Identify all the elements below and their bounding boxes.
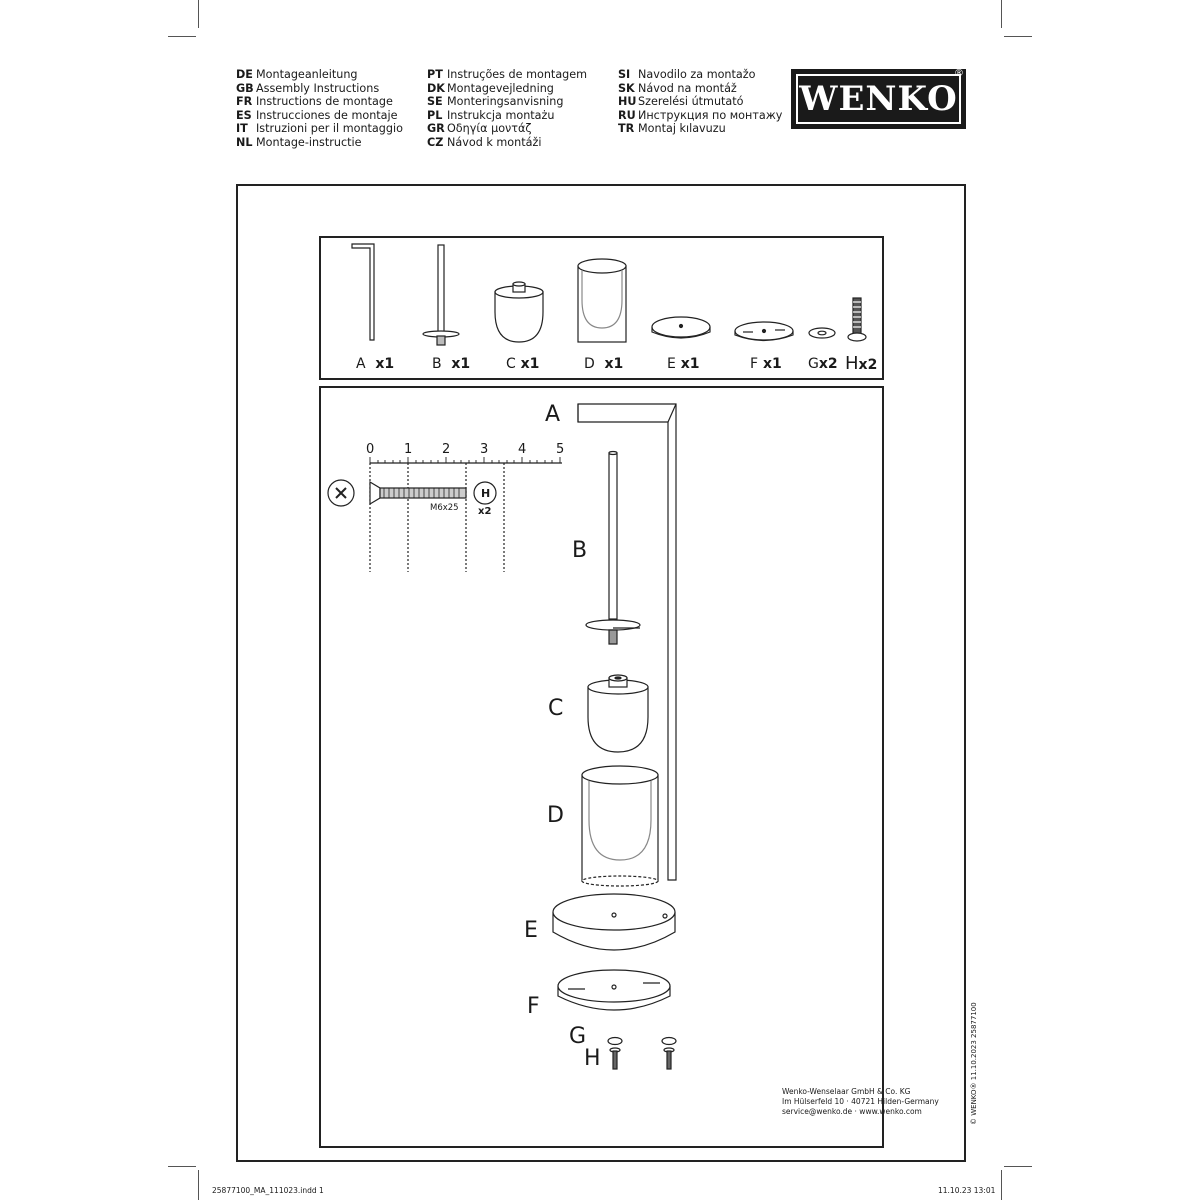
- assembly-part-d: [581, 765, 659, 887]
- assembly-label-e: E: [524, 918, 538, 943]
- part-h-drawing: [847, 297, 867, 342]
- logo-frame: WENKO: [796, 74, 961, 124]
- assembly-label-g: G: [569, 1024, 587, 1049]
- part-d-drawing: [577, 258, 627, 343]
- measurement-ruler: [369, 457, 562, 572]
- crop-mark: [168, 36, 196, 37]
- address-line: Wenko-Wenselaar GmbH & Co. KG: [782, 1087, 911, 1096]
- screw-size-label: M6x25: [430, 503, 459, 513]
- assembly-part-g: [607, 1036, 677, 1046]
- part-label-c: C x1: [506, 356, 540, 372]
- assembly-diagram-box: [319, 386, 884, 1148]
- copyright-vertical: © WENKO® 11.10.2023 25877100: [970, 1002, 978, 1125]
- ruler-number: 0: [366, 442, 375, 457]
- parts-list-box: [319, 236, 884, 380]
- part-a-drawing: [351, 243, 375, 341]
- assembly-part-h: [609, 1047, 675, 1070]
- footer-file: 25877100_MA_111023.indd 1: [212, 1186, 324, 1195]
- assembly-part-c: [587, 674, 649, 753]
- part-e-drawing: [651, 316, 711, 339]
- address-line: Im Hülserfeld 10 · 40721 Hilden-Germany: [782, 1097, 939, 1106]
- part-c-drawing: [494, 281, 544, 343]
- crop-mark: [168, 1166, 196, 1167]
- part-label-d: D x1: [584, 356, 624, 372]
- screw-qty: x2: [478, 506, 492, 517]
- crop-mark: [1004, 1166, 1032, 1167]
- part-label-a: A x1: [356, 356, 395, 372]
- crop-mark: [1004, 36, 1032, 37]
- instruction-frame: [236, 184, 966, 1162]
- part-label-e: E x1: [667, 356, 700, 372]
- screw-diagram: [327, 479, 497, 507]
- ruler-number: 4: [518, 442, 527, 457]
- assembly-label-h: H: [584, 1046, 601, 1071]
- assembly-label-f: F: [527, 994, 540, 1019]
- footer-date: 11.10.23 13:01: [938, 1186, 996, 1195]
- crop-mark: [1001, 1170, 1002, 1200]
- part-b-drawing: [422, 244, 460, 346]
- ruler-number: 1: [404, 442, 413, 457]
- wenko-logo: WENKO ®: [791, 68, 966, 129]
- ruler-number: 3: [480, 442, 489, 457]
- assembly-part-e: [552, 893, 676, 951]
- ruler-number: 2: [442, 442, 451, 457]
- registered-mark: ®: [954, 68, 964, 79]
- part-label-b: B x1: [432, 356, 471, 372]
- part-f-drawing: [734, 321, 794, 342]
- crop-mark: [198, 0, 199, 28]
- part-label-g: Gx2: [808, 356, 838, 372]
- assembly-part-b: [585, 450, 641, 645]
- part-g-drawing: [808, 327, 836, 339]
- assembly-label-a: A: [545, 402, 561, 427]
- ruler-number: 5: [556, 442, 565, 457]
- part-label-h: Hx2: [845, 353, 878, 374]
- address-line: service@wenko.de · www.wenko.com: [782, 1107, 922, 1116]
- part-label-f: F x1: [750, 356, 782, 372]
- assembly-label-c: C: [548, 696, 564, 721]
- crop-mark: [1001, 0, 1002, 28]
- assembly-part-f: [557, 969, 671, 1011]
- logo-text: WENKO: [799, 79, 958, 119]
- assembly-label-d: D: [547, 803, 564, 828]
- screw-letter: H: [481, 487, 491, 500]
- assembly-part-a: [577, 403, 677, 881]
- crop-mark: [198, 1170, 199, 1200]
- assembly-label-b: B: [572, 538, 588, 563]
- company-address: Wenko-Wenselaar GmbH & Co. KG Im Hülserf…: [782, 1087, 939, 1117]
